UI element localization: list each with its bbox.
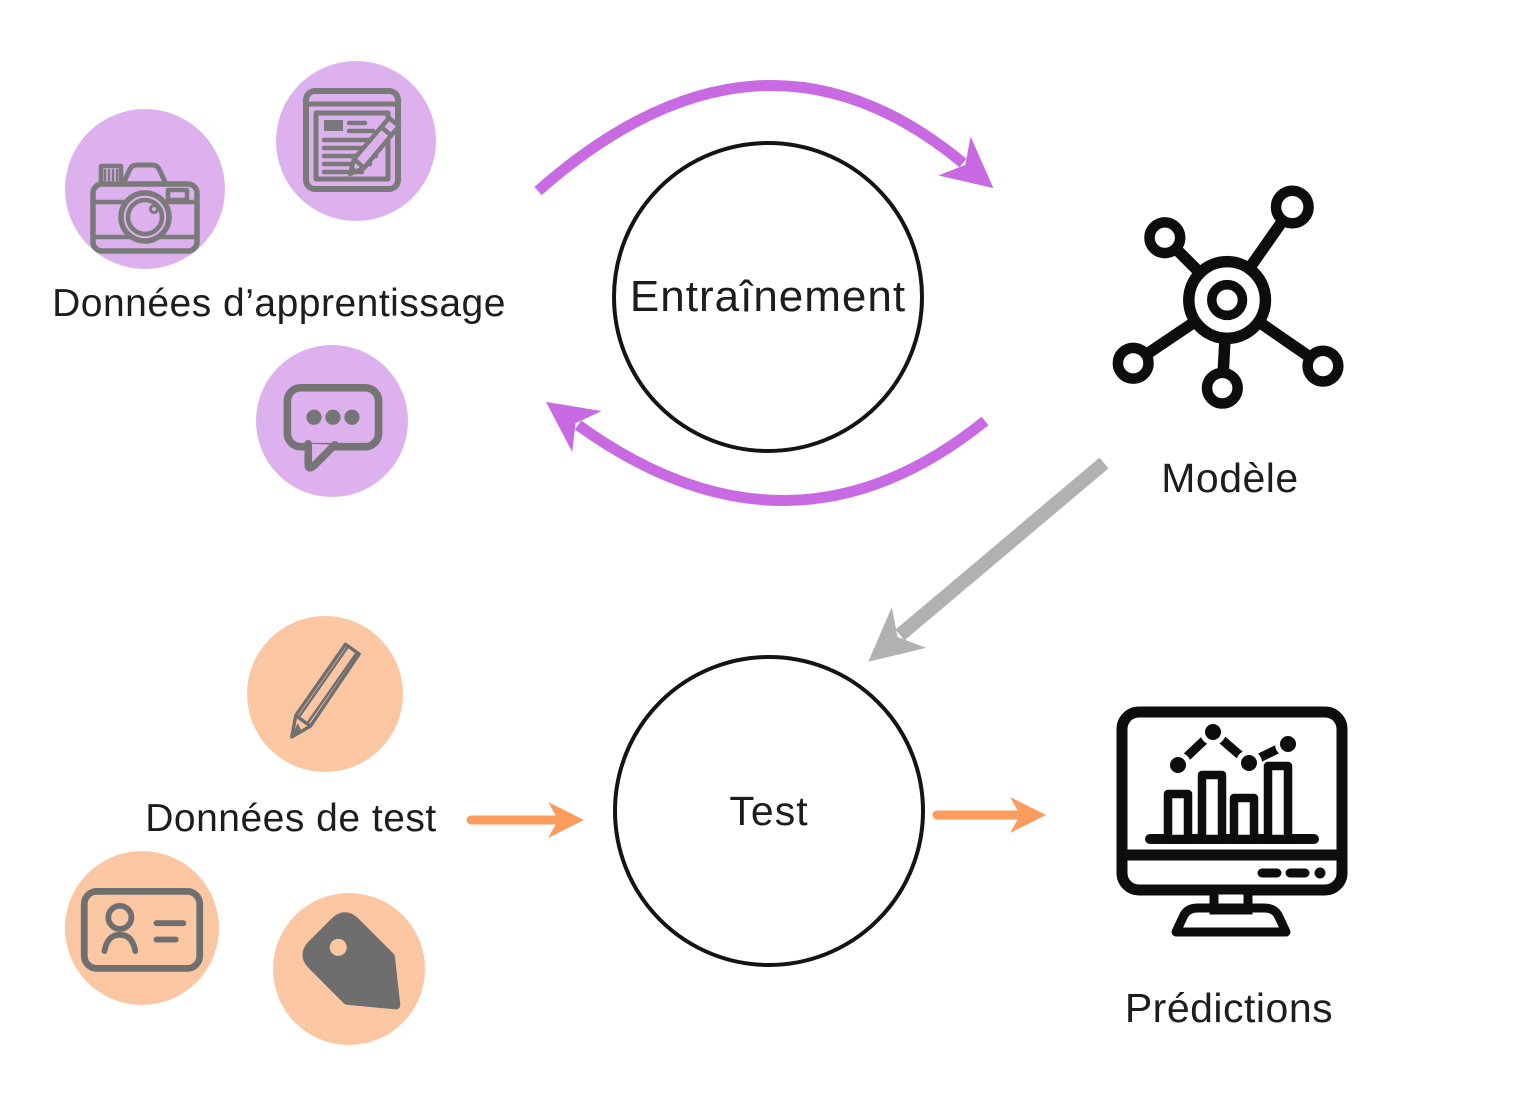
network-icon [1112,185,1344,409]
test-data-label: Données de test [145,797,437,840]
training-data-label: Données d’apprentissage [52,282,506,325]
predictions-label: Prédictions [1124,985,1334,1031]
training-data-bubble-camera [65,109,225,269]
camera-icon [90,162,200,254]
test-data-bubble-idcard [65,851,219,1005]
test-node-label: Test [729,787,809,834]
training-data-bubble-chat [256,345,408,497]
monitor-chart-icon [1116,706,1348,937]
test-data-bubble-tag [273,893,425,1045]
document-pencil-icon [303,88,402,192]
training-node-label: Entraînement [629,272,907,321]
model-label: Modèle [1161,455,1299,501]
id-card-icon [80,888,204,972]
test-node: Test [613,655,925,967]
test-data-bubble-pencil [247,616,403,772]
pencil-icon [290,642,361,739]
training-cycle-arrow-top [534,80,994,196]
tag-icon [302,912,401,1010]
model-to-test-arrow [868,457,1109,662]
chat-bubble-icon [283,383,383,472]
training-data-bubble-document [276,61,436,221]
training-cycle-arrow-bottom [545,401,989,506]
training-node: Entraînement [612,141,924,453]
